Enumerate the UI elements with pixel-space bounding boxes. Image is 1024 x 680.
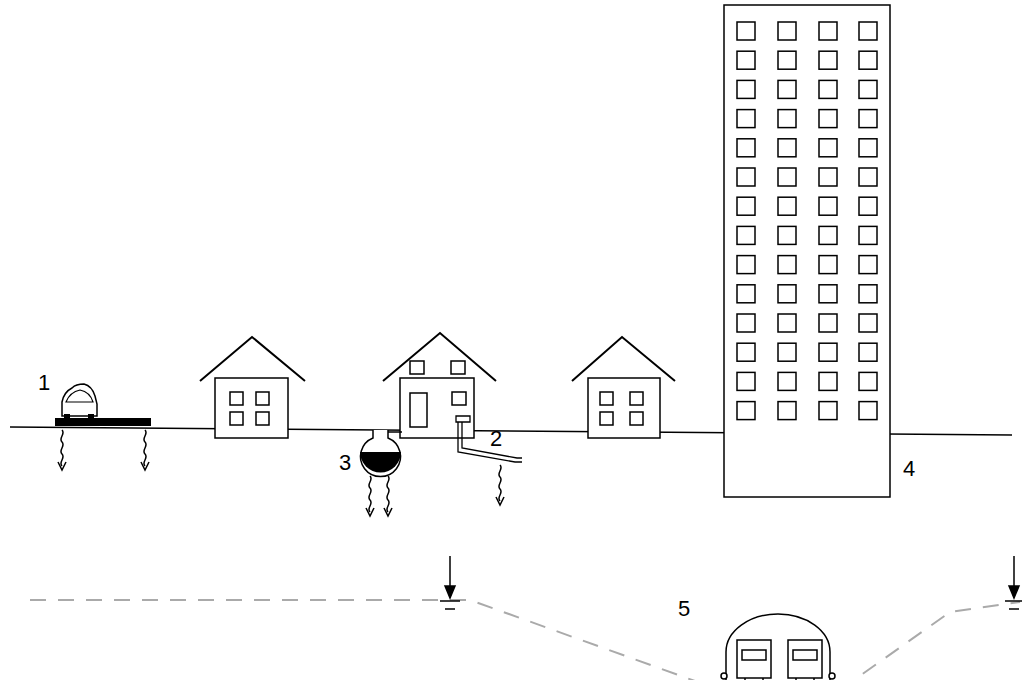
- window: [778, 226, 796, 244]
- drain-pipe: [456, 416, 522, 505]
- window: [819, 402, 837, 420]
- callout-number: 2: [490, 428, 502, 450]
- window: [778, 197, 796, 215]
- window: [819, 197, 837, 215]
- window: [737, 80, 755, 98]
- window: [859, 197, 877, 215]
- window: [859, 22, 877, 40]
- window: [819, 80, 837, 98]
- window: [737, 343, 755, 361]
- window: [778, 314, 796, 332]
- parking-slab: [55, 384, 151, 470]
- window: [737, 51, 755, 69]
- window: [819, 285, 837, 303]
- window: [737, 226, 755, 244]
- window: [737, 197, 755, 215]
- window: [778, 22, 796, 40]
- window: [737, 139, 755, 157]
- window: [859, 168, 877, 186]
- window: [859, 226, 877, 244]
- house: [200, 337, 305, 438]
- window: [778, 168, 796, 186]
- window: [819, 256, 837, 274]
- window: [859, 372, 877, 390]
- window: [737, 402, 755, 420]
- callout-number: 1: [38, 372, 50, 394]
- window: [859, 80, 877, 98]
- callout-number: 3: [339, 452, 351, 474]
- window: [819, 110, 837, 128]
- window: [778, 402, 796, 420]
- window: [778, 285, 796, 303]
- window: [859, 285, 877, 303]
- window: [778, 139, 796, 157]
- window: [819, 314, 837, 332]
- window: [737, 314, 755, 332]
- window: [819, 22, 837, 40]
- window: [859, 51, 877, 69]
- window: [737, 285, 755, 303]
- window: [778, 110, 796, 128]
- window: [778, 80, 796, 98]
- house: [572, 337, 675, 438]
- callout-number: 5: [678, 598, 690, 620]
- window: [819, 51, 837, 69]
- window: [819, 139, 837, 157]
- window: [819, 226, 837, 244]
- window: [859, 343, 877, 361]
- window: [819, 168, 837, 186]
- window: [737, 110, 755, 128]
- window: [859, 314, 877, 332]
- window: [778, 372, 796, 390]
- window: [819, 343, 837, 361]
- window: [737, 22, 755, 40]
- window: [778, 343, 796, 361]
- callout-number: 4: [903, 458, 915, 480]
- window: [778, 256, 796, 274]
- septic-tank: [360, 430, 402, 516]
- window: [778, 51, 796, 69]
- window: [737, 256, 755, 274]
- tower-block: [724, 5, 890, 497]
- house: [383, 333, 496, 438]
- water-level-marker: [440, 556, 1022, 609]
- window: [859, 139, 877, 157]
- window: [737, 168, 755, 186]
- window: [859, 402, 877, 420]
- groundwater-table: [30, 600, 1020, 680]
- window: [819, 372, 837, 390]
- window: [859, 110, 877, 128]
- window: [859, 256, 877, 274]
- window: [737, 372, 755, 390]
- tunnel: [721, 614, 835, 680]
